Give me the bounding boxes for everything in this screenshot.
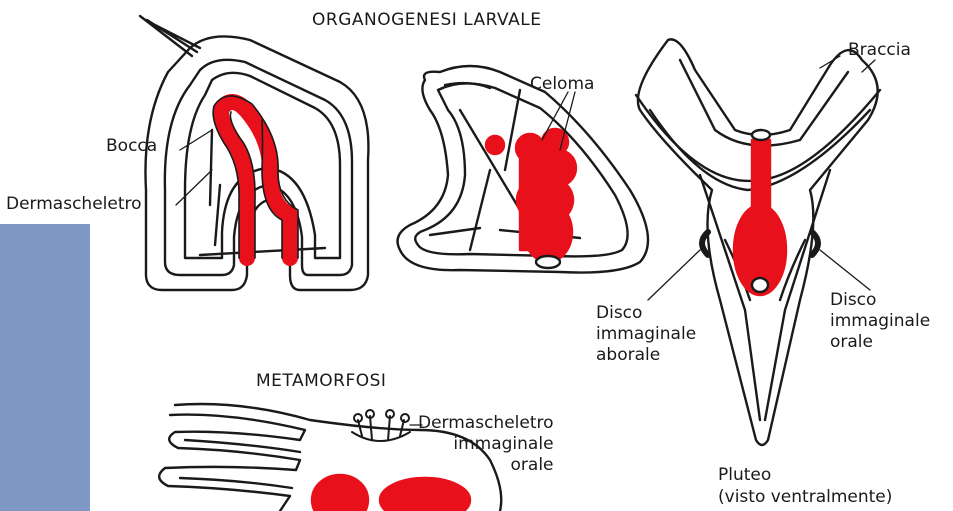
- label-dermascheletro-orale-line3: orale: [418, 455, 554, 476]
- disco-orale-leader: [820, 250, 870, 290]
- metamorfosi-red: [312, 475, 470, 511]
- larva-early-drawing: [140, 16, 368, 290]
- label-bocca: Bocca: [106, 136, 157, 156]
- label-disco-aborale: Disco immaginale aborale: [596, 303, 696, 366]
- label-disco-orale-line2: immaginale: [830, 311, 930, 332]
- label-disco-orale: Disco immaginale orale: [830, 290, 930, 353]
- label-disco-aborale-line2: immaginale: [596, 324, 696, 345]
- label-dermascheletro-orale: Dermascheletro immaginale orale: [418, 413, 554, 476]
- pluteo-drawing: [636, 39, 880, 445]
- label-pluteo-line1: Pluteo: [718, 464, 892, 486]
- bocca-leader: [180, 130, 212, 150]
- pluteo-gut-red: [734, 140, 786, 295]
- label-celoma: Celoma: [530, 74, 594, 94]
- label-dermascheletro-orale-line1: Dermascheletro: [418, 413, 554, 434]
- larva-celoma-drawing: [398, 66, 648, 273]
- section-metamorfosi: METAMORFOSI: [256, 371, 386, 391]
- dermascheletro-leader: [176, 170, 212, 205]
- label-pluteo-line2: (visto ventralmente): [718, 486, 892, 508]
- label-dermascheletro-orale-line2: immaginale: [418, 434, 554, 455]
- label-disco-aborale-line1: Disco: [596, 303, 696, 324]
- label-disco-orale-line1: Disco: [830, 290, 930, 311]
- label-disco-aborale-line3: aborale: [596, 345, 696, 366]
- label-dermascheletro: Dermascheletro: [6, 194, 142, 214]
- celoma-red: [486, 129, 576, 262]
- label-disco-orale-line3: orale: [830, 332, 930, 353]
- disco-aborale-leader: [648, 250, 700, 300]
- label-braccia: Braccia: [848, 40, 911, 60]
- label-pluteo: Pluteo (visto ventralmente): [718, 464, 892, 508]
- title: ORGANOGENESI LARVALE: [312, 10, 541, 30]
- disco-aborale-mark: [702, 232, 708, 255]
- disco-orale-mark: [812, 232, 818, 255]
